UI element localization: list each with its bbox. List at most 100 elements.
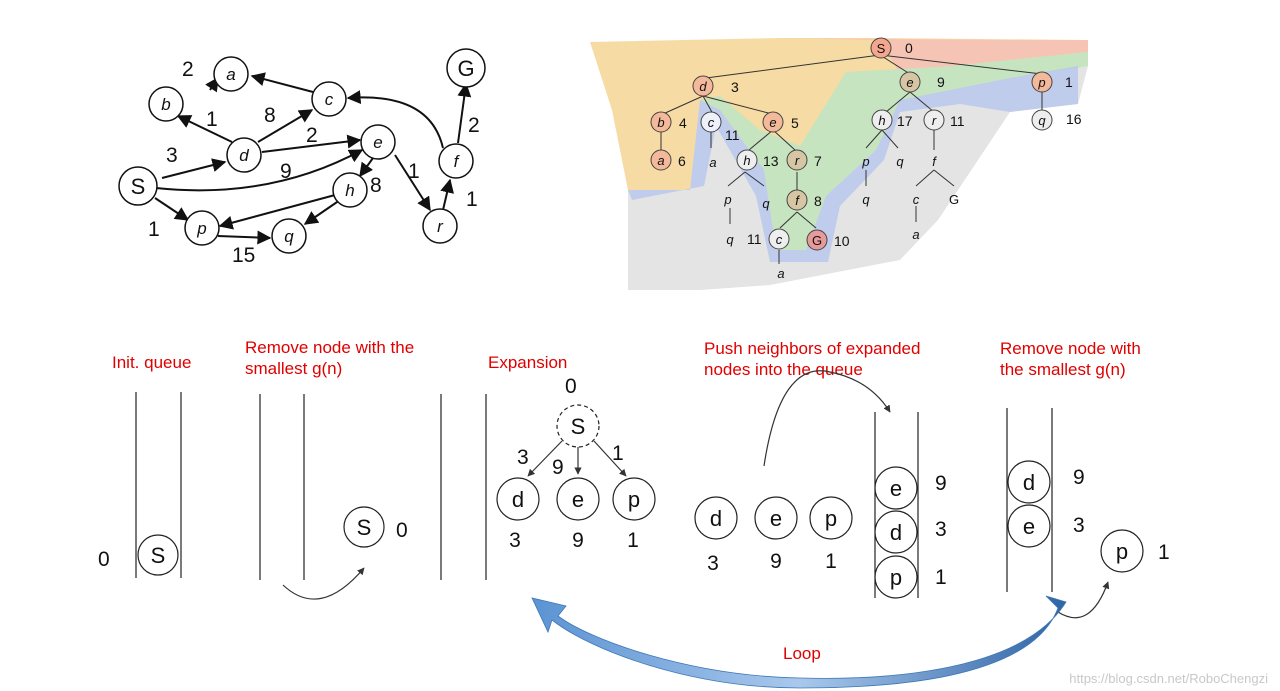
tree-node-f8: [786, 189, 808, 211]
step4-label-line1: Push neighbors of expanded: [704, 339, 920, 358]
tree-r11-label: r: [932, 113, 937, 128]
step5-queue-e: [1007, 504, 1051, 548]
graph-node-p: [184, 210, 220, 246]
graph-label-S: S: [131, 174, 146, 199]
graph-label-d: d: [239, 146, 249, 165]
tree-a-label: a: [657, 153, 664, 168]
step4-loose-d-cost: 3: [707, 552, 719, 575]
tree-node-e9: [899, 71, 921, 93]
step3-root-label: S: [571, 414, 586, 439]
step3-child-d-cost: 3: [509, 529, 521, 552]
tree-c-cost: 11: [725, 127, 740, 143]
step4-push-arrow: [763, 370, 891, 467]
edge-r-f: [440, 178, 454, 211]
step3-label: Expansion: [488, 353, 567, 372]
tree-costs: 0 3 9 1 4 11 5 6 13 7 11 8 10 17 11 16: [678, 40, 1082, 249]
tree-p-leaf-q: q: [862, 192, 870, 207]
graph-label-r: r: [437, 217, 444, 236]
graph-label-q: q: [284, 227, 294, 246]
edge-d-b: [176, 115, 233, 143]
graph-node-h: [332, 172, 368, 208]
step5-label-line1: Remove node with: [1000, 339, 1141, 358]
graph-node-d: [226, 137, 262, 173]
step4-queue-d-label: d: [890, 520, 902, 545]
step3-child-d-label: d: [512, 487, 524, 512]
tree-e9-cost: 9: [937, 74, 945, 90]
edge-p-q: [217, 230, 272, 245]
tree-h17-label: h: [878, 113, 885, 128]
graph-label-b: b: [161, 95, 170, 114]
step2-node: [343, 506, 385, 548]
tree-node-q16: [1031, 109, 1053, 131]
graph-node-G: [446, 48, 486, 88]
step4-loose-p-cost: 1: [825, 550, 837, 573]
search-tree: S d e p b c e a a h r p q q f c G a h r …: [590, 37, 1088, 290]
step3-edge-d: [527, 440, 563, 477]
tree-node-b: [650, 111, 672, 133]
step3-child-e-label: e: [572, 487, 584, 512]
edge-S-p: [154, 197, 190, 221]
edge-d-c: [257, 109, 314, 143]
tree-S-cost: 0: [905, 40, 913, 56]
tree-d-label: d: [699, 79, 707, 94]
step5-queue-d-label: d: [1023, 470, 1035, 495]
tree-e9-label: e: [906, 75, 913, 90]
graph-label-p: p: [196, 219, 206, 238]
tree-node-G: [806, 229, 828, 251]
loop-curved-arrow: [531, 595, 1067, 689]
weight-p-q: 15: [232, 244, 255, 267]
step3-child-p-cost: 1: [627, 529, 639, 552]
tree-node-e5: [762, 111, 784, 133]
step1-node-label: S: [151, 543, 166, 568]
graph-node-f: [438, 143, 474, 179]
step5-queue-d: [1007, 460, 1051, 504]
weight-d-c: 8: [264, 104, 276, 127]
tree-f8-cost: 8: [814, 193, 822, 209]
watermark: https://blog.csdn.net/RoboChengzi: [1069, 671, 1268, 686]
tree-c-deep-label: c: [776, 232, 783, 247]
step4-queue-p: [874, 555, 918, 599]
tree-f-child-G: G: [949, 192, 959, 207]
edge-d-e: [261, 134, 362, 153]
tree-h17-cost: 17: [897, 113, 913, 129]
tree-c-child-a: a: [709, 155, 716, 170]
step-labels: Init. queue Remove node with the smalles…: [112, 338, 1141, 379]
weight-r-f: 1: [466, 188, 478, 211]
graph-edge-weights: 2 1 8 2 3 9 8 1 1 15 2 1: [148, 58, 480, 267]
weight-S-d: 3: [166, 144, 178, 167]
step4-loose-d: [694, 496, 738, 540]
edge-h-q: [303, 199, 341, 225]
step4-queue-p-label: p: [890, 565, 902, 590]
weight-S-e: 9: [280, 160, 292, 183]
step5-queue-e-label: e: [1023, 514, 1035, 539]
graph-label-a: a: [226, 65, 235, 84]
tree-q11-cost: 11: [747, 231, 762, 247]
tree-e5-label: e: [769, 115, 776, 130]
tree-r7-cost: 7: [814, 153, 822, 169]
tree-c-deep-child-a: a: [777, 266, 784, 281]
step4-loose-e: [754, 496, 798, 540]
weight-d-e: 2: [306, 124, 318, 147]
step2-label-line2: smallest g(n): [245, 359, 342, 378]
step2-cost: 0: [396, 519, 408, 542]
graph-node-a: [213, 56, 249, 92]
queue-walls: [135, 392, 1053, 598]
tree-h17-child-q: q: [896, 154, 904, 169]
tree-r11-child-f: f: [932, 154, 937, 169]
step4-queue-d: [874, 510, 918, 554]
weight-d-b: 1: [206, 108, 218, 131]
state-graph: [154, 72, 472, 245]
tree-r11-cost: 11: [950, 113, 965, 129]
step3-child-e: [556, 477, 600, 521]
step4-loose-p-label: p: [825, 506, 837, 531]
graph-label-f: f: [454, 152, 461, 171]
tree-node-r11: [923, 109, 945, 131]
weight-e-h: 8: [370, 174, 382, 197]
tree-node-d: [692, 75, 714, 97]
loop-arrow: Loop: [531, 595, 1067, 689]
edge-f-c: [346, 90, 444, 149]
edge-c-a: [250, 72, 314, 93]
step4-queue-e-cost: 9: [935, 472, 947, 495]
